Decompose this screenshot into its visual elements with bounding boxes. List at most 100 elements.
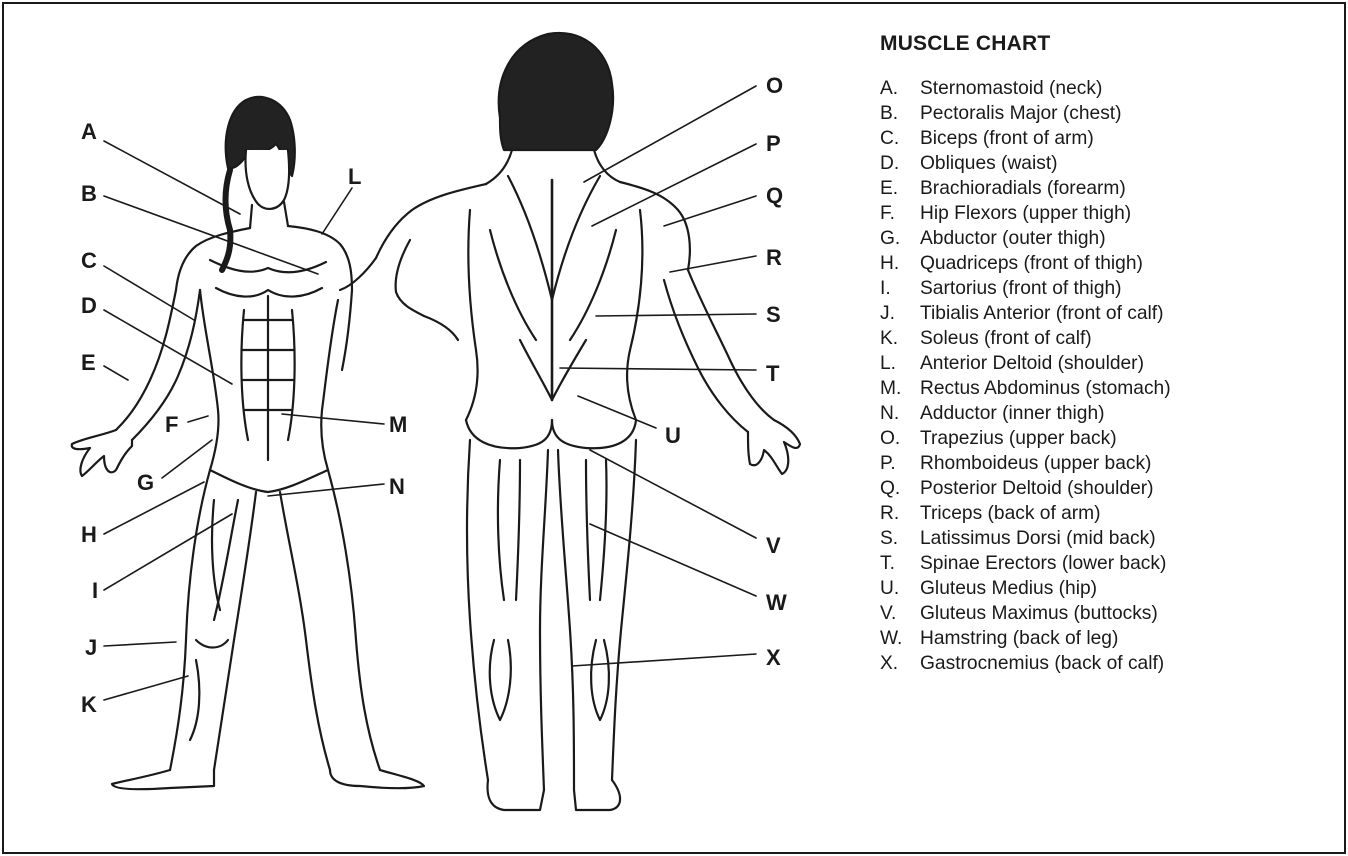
legend-text: Anterior Deltoid (shoulder) [920,351,1340,376]
legend-item-v: V.Gluteus Maximus (buttocks) [880,601,1340,626]
legend-item-q: Q.Posterior Deltoid (shoulder) [880,476,1340,501]
legend-key: F. [880,201,920,226]
legend-key: N. [880,401,920,426]
callout-k: K [81,692,97,717]
legend-text: Rectus Abdominus (stomach) [920,376,1340,401]
legend-key: W. [880,626,920,651]
callout-x: X [766,645,781,670]
legend-item-l: L.Anterior Deltoid (shoulder) [880,351,1340,376]
leader-p [592,144,756,226]
leader-w [590,524,756,596]
leader-k [104,676,188,700]
callout-v: V [766,533,781,558]
callout-n: N [389,474,405,499]
callout-t: T [766,361,780,386]
leader-s [596,314,756,316]
legend-list: A.Sternomastoid (neck) B.Pectoralis Majo… [880,76,1340,676]
callout-i: I [92,578,98,603]
legend-item-p: P.Rhomboideus (upper back) [880,451,1340,476]
legend-text: Quadriceps (front of thigh) [920,251,1340,276]
leader-f [188,416,208,422]
legend-item-a: A.Sternomastoid (neck) [880,76,1340,101]
callout-g: G [137,470,154,495]
legend-text: Gluteus Maximus (buttocks) [920,601,1340,626]
legend-text: Pectoralis Major (chest) [920,101,1340,126]
legend-key: H. [880,251,920,276]
legend-text: Hamstring (back of leg) [920,626,1340,651]
legend-key: B. [880,101,920,126]
legend-text: Soleus (front of calf) [920,326,1340,351]
legend-key: K. [880,326,920,351]
back-body-figure [340,33,800,810]
callout-e: E [81,350,96,375]
leader-v [590,450,756,538]
callout-u: U [665,423,681,448]
leader-t [560,368,756,370]
legend-item-r: R.Triceps (back of arm) [880,501,1340,526]
legend-text: Gluteus Medius (hip) [920,576,1340,601]
legend-item-d: D.Obliques (waist) [880,151,1340,176]
callout-o: O [766,73,783,98]
callout-b: B [81,181,97,206]
legend-text: Posterior Deltoid (shoulder) [920,476,1340,501]
callout-c: C [81,248,97,273]
legend-text: Latissimus Dorsi (mid back) [920,526,1340,551]
legend-item-m: M.Rectus Abdominus (stomach) [880,376,1340,401]
legend-key: V. [880,601,920,626]
legend-key: R. [880,501,920,526]
legend-text: Hip Flexors (upper thigh) [920,201,1340,226]
legend-key: J. [880,301,920,326]
legend-text: Tibialis Anterior (front of calf) [920,301,1340,326]
legend-key: Q. [880,476,920,501]
legend-text: Triceps (back of arm) [920,501,1340,526]
legend-item-o: O.Trapezius (upper back) [880,426,1340,451]
legend-item-g: G.Abductor (outer thigh) [880,226,1340,251]
legend-item-b: B.Pectoralis Major (chest) [880,101,1340,126]
callout-h: H [81,522,97,547]
leader-x [572,654,756,666]
legend-key: D. [880,151,920,176]
callout-j: J [85,635,97,660]
callout-f: F [165,412,178,437]
legend-item-u: U.Gluteus Medius (hip) [880,576,1340,601]
legend-item-j: J.Tibialis Anterior (front of calf) [880,301,1340,326]
legend-text: Sternomastoid (neck) [920,76,1340,101]
callout-w: W [766,590,787,615]
legend-text: Spinae Erectors (lower back) [920,551,1340,576]
legend-key: A. [880,76,920,101]
front-body-figure [72,97,424,789]
callout-a: A [81,119,97,144]
leader-d [104,310,232,384]
leader-g [162,440,212,478]
legend-text: Adductor (inner thigh) [920,401,1340,426]
legend-item-c: C.Biceps (front of arm) [880,126,1340,151]
leader-j [104,642,176,646]
legend-key: S. [880,526,920,551]
legend-text: Trapezius (upper back) [920,426,1340,451]
legend-text: Sartorius (front of thigh) [920,276,1340,301]
legend-key: O. [880,426,920,451]
leader-n [268,484,384,496]
legend-item-x: X.Gastrocnemius (back of calf) [880,651,1340,676]
callout-p: P [766,131,781,156]
legend-key: U. [880,576,920,601]
legend-key: X. [880,651,920,676]
legend-key: E. [880,176,920,201]
callout-leader-lines [104,86,756,700]
legend-key: C. [880,126,920,151]
legend-text: Rhomboideus (upper back) [920,451,1340,476]
legend-item-h: H.Quadriceps (front of thigh) [880,251,1340,276]
legend-key: G. [880,226,920,251]
legend-item-w: W.Hamstring (back of leg) [880,626,1340,651]
legend-item-i: I.Sartorius (front of thigh) [880,276,1340,301]
legend-text: Abductor (outer thigh) [920,226,1340,251]
legend-text: Gastrocnemius (back of calf) [920,651,1340,676]
leader-m [282,414,384,424]
muscle-legend: MUSCLE CHART A.Sternomastoid (neck) B.Pe… [880,32,1340,676]
legend-key: I. [880,276,920,301]
leader-r [670,256,756,272]
legend-key: L. [880,351,920,376]
legend-item-s: S.Latissimus Dorsi (mid back) [880,526,1340,551]
legend-text: Obliques (waist) [920,151,1340,176]
legend-item-e: E.Brachioradials (forearm) [880,176,1340,201]
